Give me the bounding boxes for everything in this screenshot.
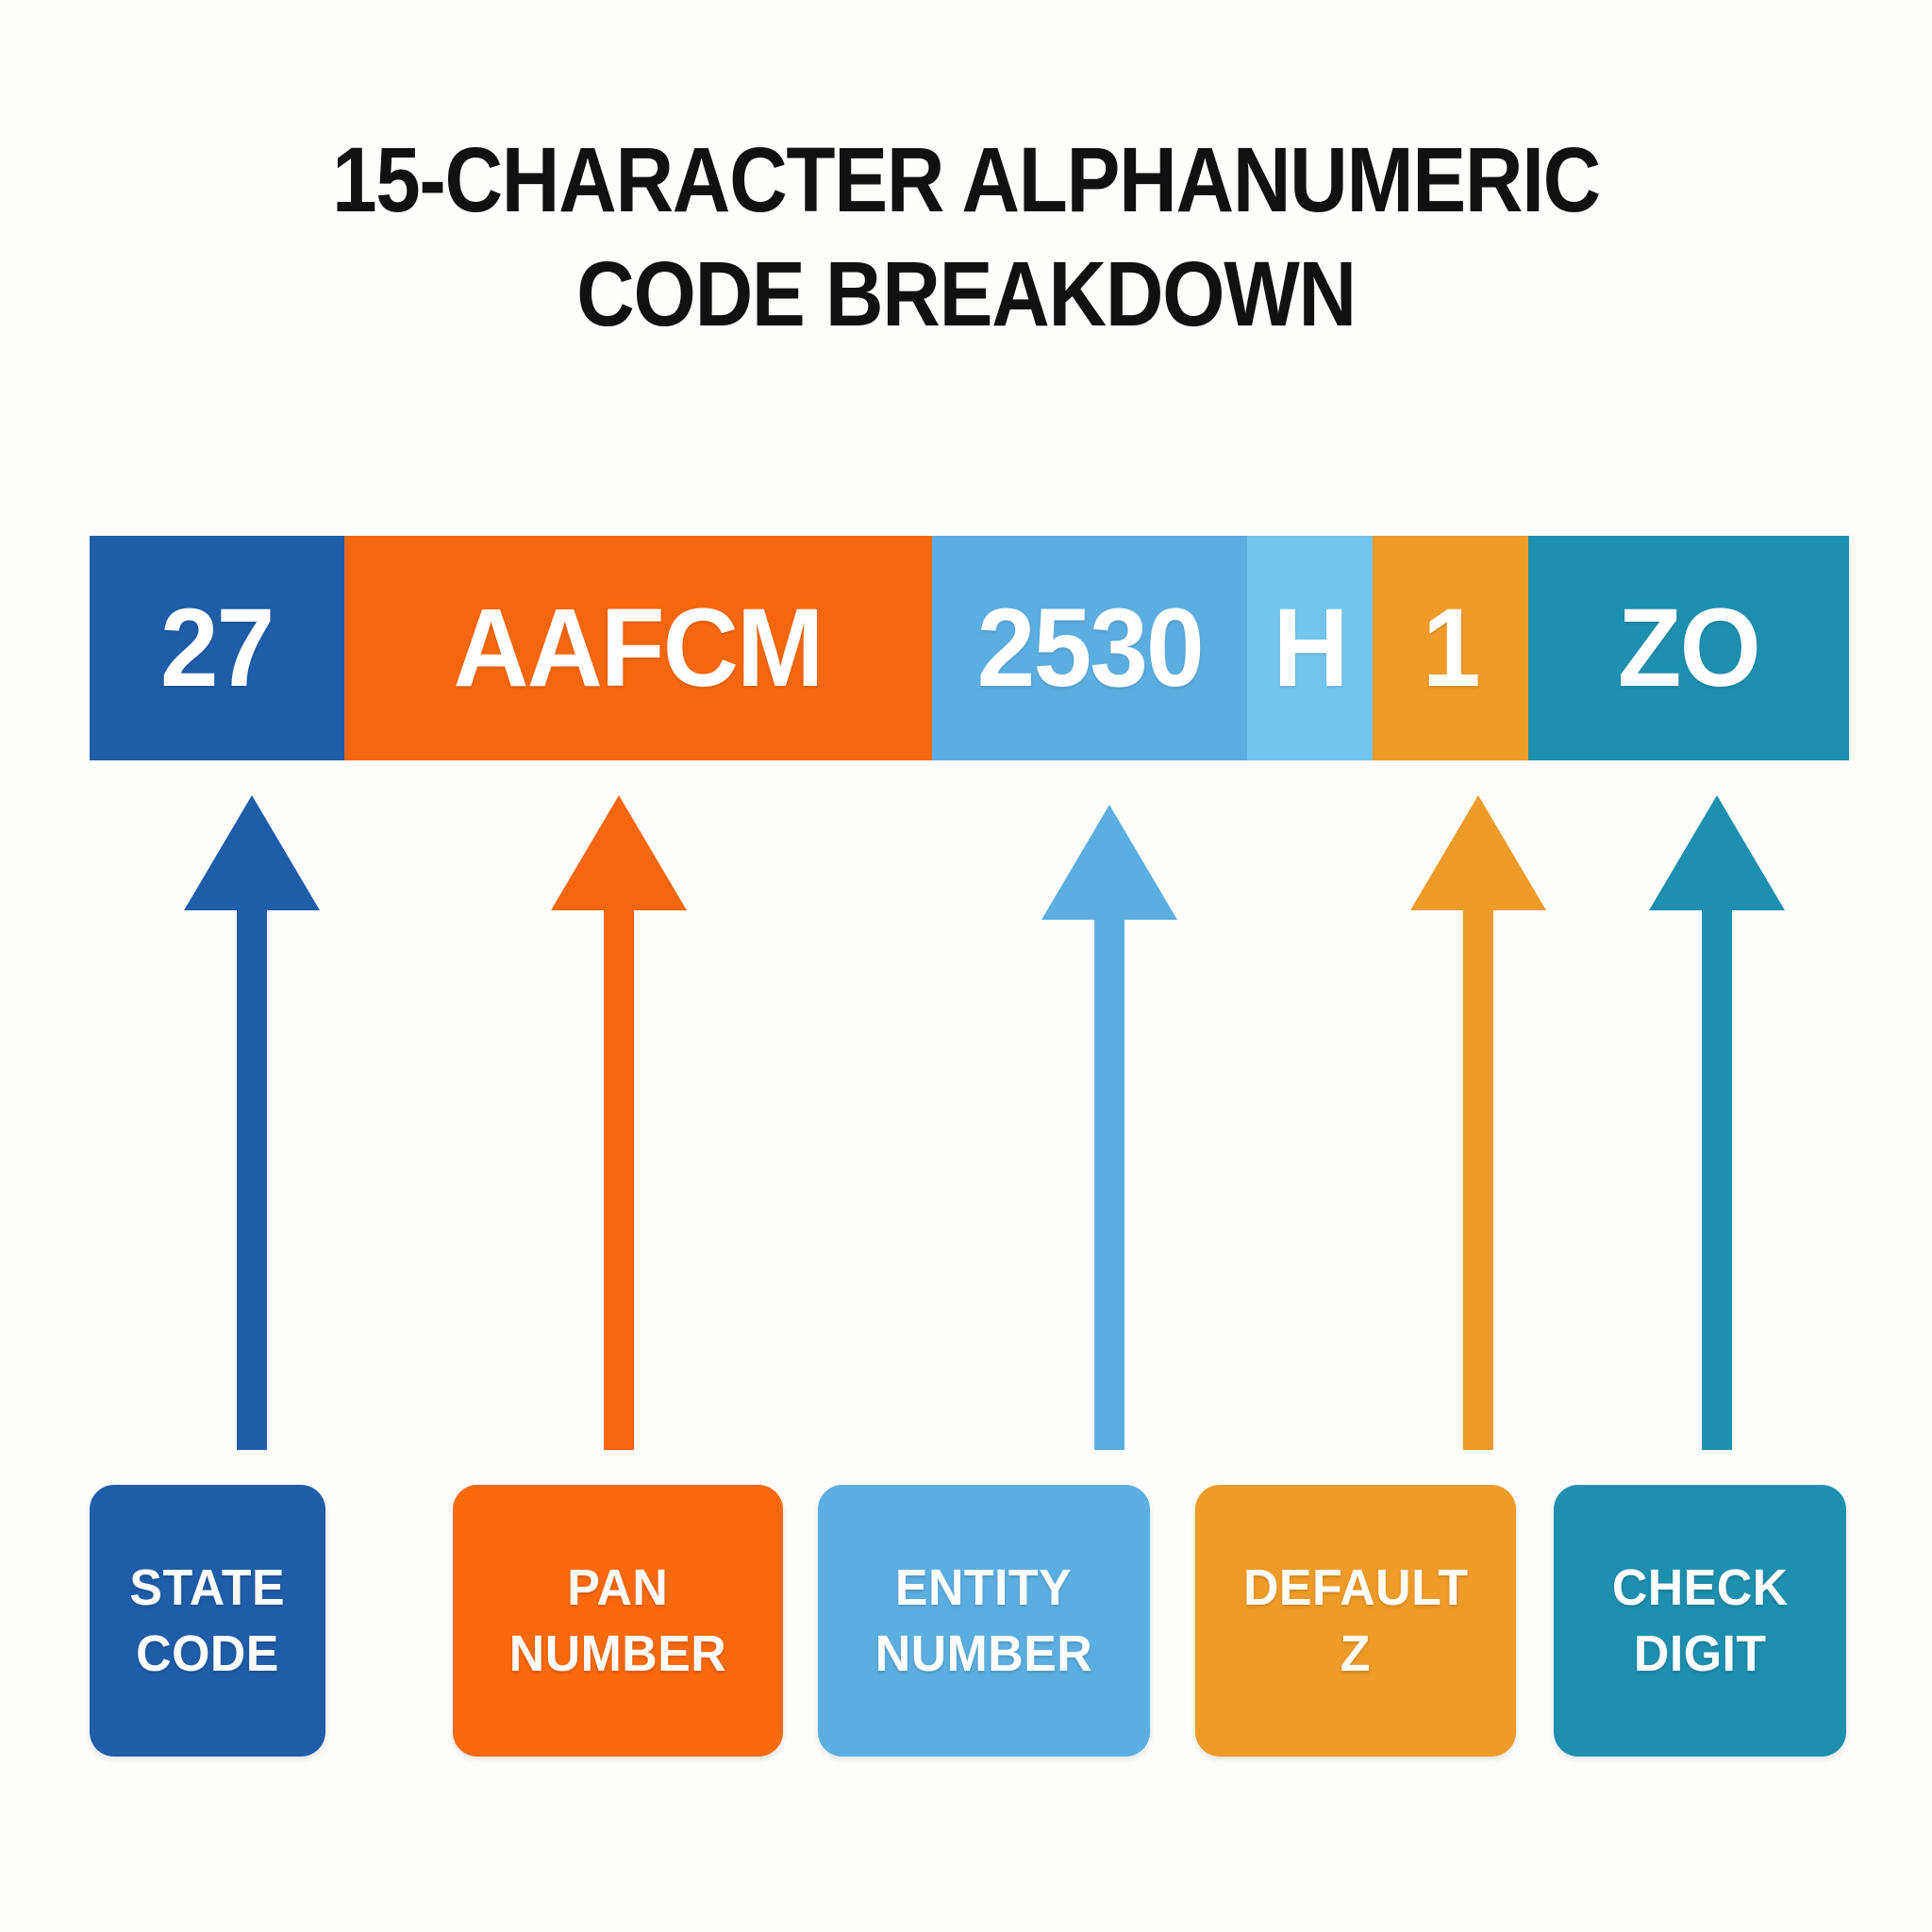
code-segment-4: 1 [1373, 536, 1528, 760]
code-segment-text-0: 27 [160, 586, 275, 710]
arrow-shape-pan-number [551, 795, 687, 1450]
arrow-check-digit [1649, 795, 1785, 1450]
label-line-1: DEFAULT [1242, 1558, 1469, 1616]
label-line-1: STATE [129, 1558, 286, 1616]
code-segment-5: ZO [1528, 536, 1849, 760]
label-box-2: ENTITY NUMBER [818, 1485, 1150, 1757]
code-segment-text-1: AAFCM [453, 586, 824, 710]
code-segment-text-5: ZO [1617, 586, 1761, 710]
label-line-1: ENTITY [895, 1558, 1073, 1616]
label-line-1: PAN [567, 1558, 669, 1616]
arrow-default-z [1410, 795, 1546, 1450]
code-segment-3: H [1247, 536, 1373, 760]
code-segment-text-2: 2530 [976, 586, 1204, 710]
title-line-2: CODE BREAKDOWN [576, 242, 1357, 346]
title-line-1: 15-CHARACTER ALPHANUMERIC [332, 128, 1601, 231]
arrow-shape-default-z [1410, 795, 1546, 1450]
arrow-shape-entity-number [1041, 805, 1177, 1450]
label-line-2: NUMBER [874, 1625, 1093, 1682]
code-segment-text-3: H [1273, 586, 1348, 710]
arrow-entity-number [1041, 805, 1177, 1450]
label-line-2: CODE [136, 1625, 279, 1682]
page-title: 15-CHARACTER ALPHANUMERIC CODE BREAKDOWN [116, 123, 1816, 352]
label-line-2: Z [1340, 1625, 1372, 1682]
label-line-2: DIGIT [1633, 1625, 1767, 1682]
label-box-1: PAN NUMBER [453, 1485, 783, 1757]
label-line-1: CHECK [1611, 1558, 1789, 1616]
label-line-2: NUMBER [508, 1625, 727, 1682]
label-box-4: CHECK DIGIT [1554, 1485, 1846, 1757]
arrow-state-code [184, 795, 320, 1450]
code-segment-2: 2530 [932, 536, 1247, 760]
arrow-pan-number [551, 795, 687, 1450]
label-box-3: DEFAULT Z [1195, 1485, 1516, 1757]
label-box-0: STATE CODE [90, 1485, 325, 1757]
code-segment-0: 27 [90, 536, 344, 760]
code-segment-1: AAFCM [344, 536, 932, 760]
arrow-shape-state-code [184, 795, 320, 1450]
arrow-shape-check-digit [1649, 795, 1785, 1450]
code-segment-text-4: 1 [1422, 586, 1481, 710]
